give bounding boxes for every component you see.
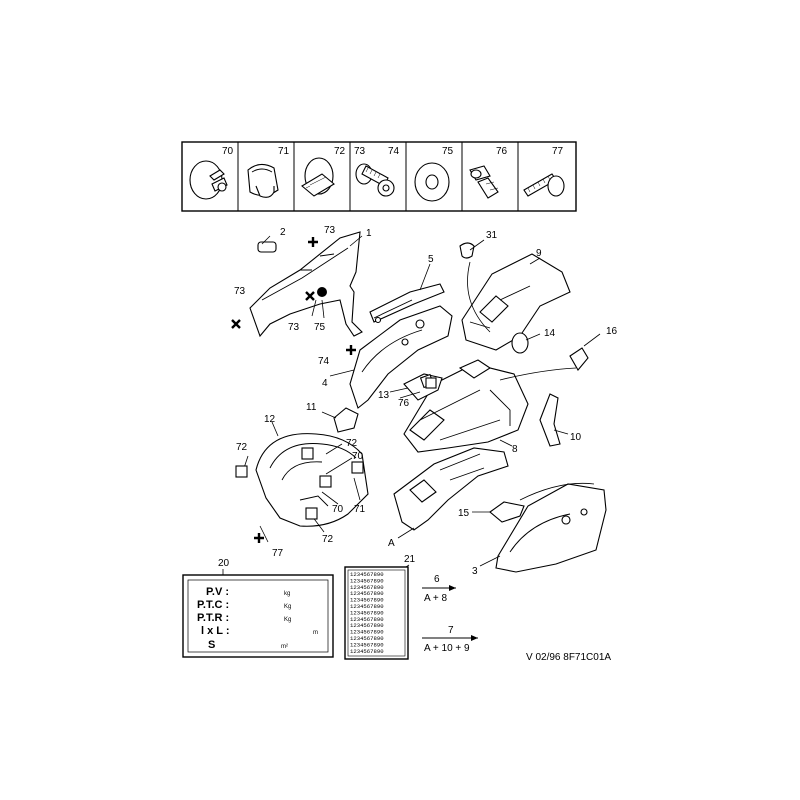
- part-12-arch-liner: [255, 433, 369, 527]
- part-1-fender-bracket: [249, 231, 363, 338]
- callout-72b: 72: [346, 438, 358, 449]
- vin-digit-row: 1234567890: [350, 622, 384, 629]
- callout-8: 8: [512, 444, 518, 455]
- strip-label-75: 75: [442, 146, 454, 157]
- bolt-washer-icon: [355, 163, 395, 197]
- vin-plate-number: 21: [404, 554, 416, 565]
- vin-plate: 21 1234567890123456789012345678901234567…: [344, 554, 416, 660]
- callout-77: 77: [272, 548, 284, 559]
- part-9-rail-upper: [461, 253, 571, 351]
- assembly-7-formula: A + 10 + 9: [424, 643, 470, 654]
- weight-plate: 20 P.V : kg P.T.C : Kg P.T.R : Kg l x L …: [182, 558, 334, 658]
- strip-label-70: 70: [222, 146, 234, 157]
- rubber-grommet-icon: [247, 163, 279, 198]
- vin-digit-row: 1234567890: [350, 590, 384, 597]
- callout-31: 31: [486, 230, 498, 241]
- callout-76: 76: [398, 398, 410, 409]
- vin-digit-row: 1234567890: [350, 616, 384, 623]
- callout-14: 14: [544, 328, 556, 339]
- callout-a: A: [388, 538, 395, 549]
- part-2-clip: [257, 241, 277, 253]
- callout-5: 5: [428, 254, 434, 265]
- assembly-key-7: 7 A + 10 + 9: [422, 625, 478, 654]
- callout-1: 1: [366, 228, 372, 239]
- part-5-bracket: [369, 283, 445, 324]
- callout-12: 12: [264, 414, 276, 425]
- leader-lines: [243, 235, 601, 567]
- assembly-6-formula: A + 8: [424, 593, 448, 604]
- plate-row-lxl-label: l x L :: [201, 625, 230, 637]
- self-tap-screw-icon: [523, 173, 565, 197]
- callout-74: 74: [318, 356, 330, 367]
- assembly-7-number: 7: [448, 625, 454, 636]
- plate-row-ptr-label: P.T.R :: [197, 612, 229, 624]
- screw-clip-icon: [301, 157, 335, 197]
- fastener-markers: [231, 237, 437, 543]
- callout-10: 10: [570, 432, 582, 443]
- part-14-seal: [511, 332, 529, 354]
- callout-70b: 70: [332, 504, 344, 515]
- vin-digit-row: 1234567890: [350, 597, 384, 604]
- strip-label-76: 76: [496, 146, 508, 157]
- plate-row-pv-label: P.V :: [206, 586, 229, 598]
- callout-4: 4: [322, 378, 328, 389]
- plate-row-lxl-unit: m: [313, 630, 318, 636]
- strip-label-71: 71: [278, 146, 290, 157]
- fastener-strip: 70 71 72 73 74 75 76 77: [181, 141, 577, 212]
- callout-73c: 73: [288, 322, 300, 333]
- part-31-grommet: [459, 242, 475, 259]
- strip-label-74: 74: [388, 146, 400, 157]
- callout-2: 2: [280, 227, 286, 238]
- strip-label-72: 72: [334, 146, 346, 157]
- plate-number: 20: [218, 558, 230, 569]
- callouts: 2 73 1 31 9 5 73 73 75 14 16 74 4 13 76 …: [234, 225, 618, 577]
- plate-row-s-label: S: [208, 639, 215, 651]
- callout-11: 11: [306, 402, 317, 413]
- vin-digit-row: 1234567890: [350, 577, 384, 584]
- part-3-lower-panel: [495, 483, 607, 573]
- flat-washer-icon: [414, 162, 450, 202]
- callout-73b: 73: [234, 286, 246, 297]
- vin-digit-row: 1234567890: [350, 629, 384, 636]
- reference-code: V 02/96 8F71C01A: [526, 652, 611, 663]
- callout-72c: 72: [322, 534, 334, 545]
- plate-row-s-unit: m²: [281, 644, 288, 650]
- push-clip-icon: [189, 160, 228, 200]
- vin-digit-rows: 1234567890123456789012345678901234567890…: [350, 571, 384, 655]
- vin-digit-row: 1234567890: [350, 648, 384, 655]
- part-a-lower-rail: [393, 447, 509, 531]
- vin-digit-row: 1234567890: [350, 609, 384, 616]
- callout-72a: 72: [236, 442, 248, 453]
- vin-digit-row: 1234567890: [350, 641, 384, 648]
- part-10-support: [539, 393, 561, 447]
- strip-label-73: 73: [354, 146, 366, 157]
- callout-3: 3: [472, 566, 478, 577]
- plate-row-ptc-unit: Kg: [284, 604, 291, 610]
- part-16-bracket: [569, 347, 589, 371]
- callout-70a: 70: [352, 451, 364, 462]
- plate-row-ptr-unit: Kg: [284, 617, 291, 623]
- rivet-clip-icon: [469, 165, 499, 199]
- strip-label-77: 77: [552, 146, 564, 157]
- callout-9: 9: [536, 248, 542, 259]
- vin-digit-row: 1234567890: [350, 603, 384, 610]
- part-11-bracket: [333, 407, 359, 433]
- callout-71: 71: [354, 504, 366, 515]
- assembly-key-6: 6 A + 8: [422, 574, 456, 604]
- plate-row-pv-unit: kg: [284, 591, 290, 597]
- callout-16: 16: [606, 326, 618, 337]
- vin-digit-row: 1234567890: [350, 635, 384, 642]
- callout-75: 75: [314, 322, 326, 333]
- callout-13: 13: [378, 390, 390, 401]
- plate-row-ptc-label: P.T.C :: [197, 599, 229, 611]
- callout-73a: 73: [324, 225, 336, 236]
- assembly-6-number: 6: [434, 574, 440, 585]
- callout-15: 15: [458, 508, 470, 519]
- vin-digit-row: 1234567890: [350, 571, 384, 578]
- part-4-wheel-arch-panel: [349, 305, 453, 409]
- part-8-main-rail: [403, 359, 529, 453]
- vin-digit-row: 1234567890: [350, 584, 384, 591]
- part-15-bracket: [489, 501, 525, 523]
